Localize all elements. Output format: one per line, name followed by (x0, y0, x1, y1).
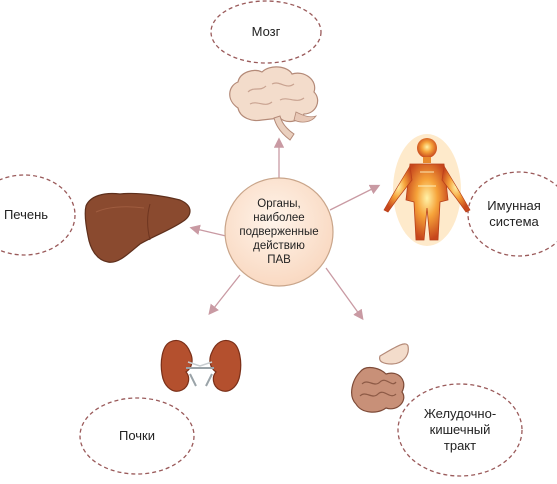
digestive-tract-icon (351, 343, 409, 413)
gi-label: Желудочно- кишечный тракт (404, 404, 516, 456)
brain-label-oval (210, 0, 322, 64)
gi-label-oval (397, 383, 523, 477)
kidneys-label-oval (79, 397, 195, 475)
center-label-line-3: подверженные (239, 226, 319, 238)
brain-label-text: Мозг (251, 24, 281, 39)
liver-label-oval (0, 174, 76, 256)
center-node (224, 177, 334, 287)
kidneys-icon (160, 339, 242, 392)
center-label-line-4: действию (253, 240, 305, 252)
center-node-label: Органы, наиболее подверженные действию П… (225, 178, 333, 286)
brain-icon (229, 66, 319, 141)
gi-label-line-2: кишечный (429, 422, 491, 437)
connector-arrows (189, 137, 381, 321)
kidneys-label-text: Почки (118, 428, 155, 443)
center-label-line-5: ПАВ (267, 254, 291, 266)
liver-label-text: Печень (3, 207, 49, 222)
arrow-to-immune (329, 184, 381, 211)
immune-label-line-1: Имунная (487, 198, 541, 213)
liver-label: Печень (0, 203, 52, 227)
arrow-to-liver (189, 224, 227, 237)
immune-label-line-2: система (489, 214, 539, 229)
arrow-to-kidneys (208, 274, 241, 316)
immune-label: Имунная система (476, 196, 552, 232)
center-label-line-2: наиболее (253, 212, 305, 224)
arrow-to-gi (325, 267, 364, 321)
immune-label-oval (467, 171, 557, 257)
center-label-line-1: Органы, (257, 198, 301, 210)
brain-label: Мозг (211, 20, 321, 44)
kidneys-label: Почки (90, 424, 184, 448)
liver-icon (84, 192, 191, 263)
gi-label-line-3: тракт (443, 438, 477, 453)
human-body-icon (383, 134, 471, 246)
gi-label-line-1: Желудочно- (423, 406, 497, 421)
